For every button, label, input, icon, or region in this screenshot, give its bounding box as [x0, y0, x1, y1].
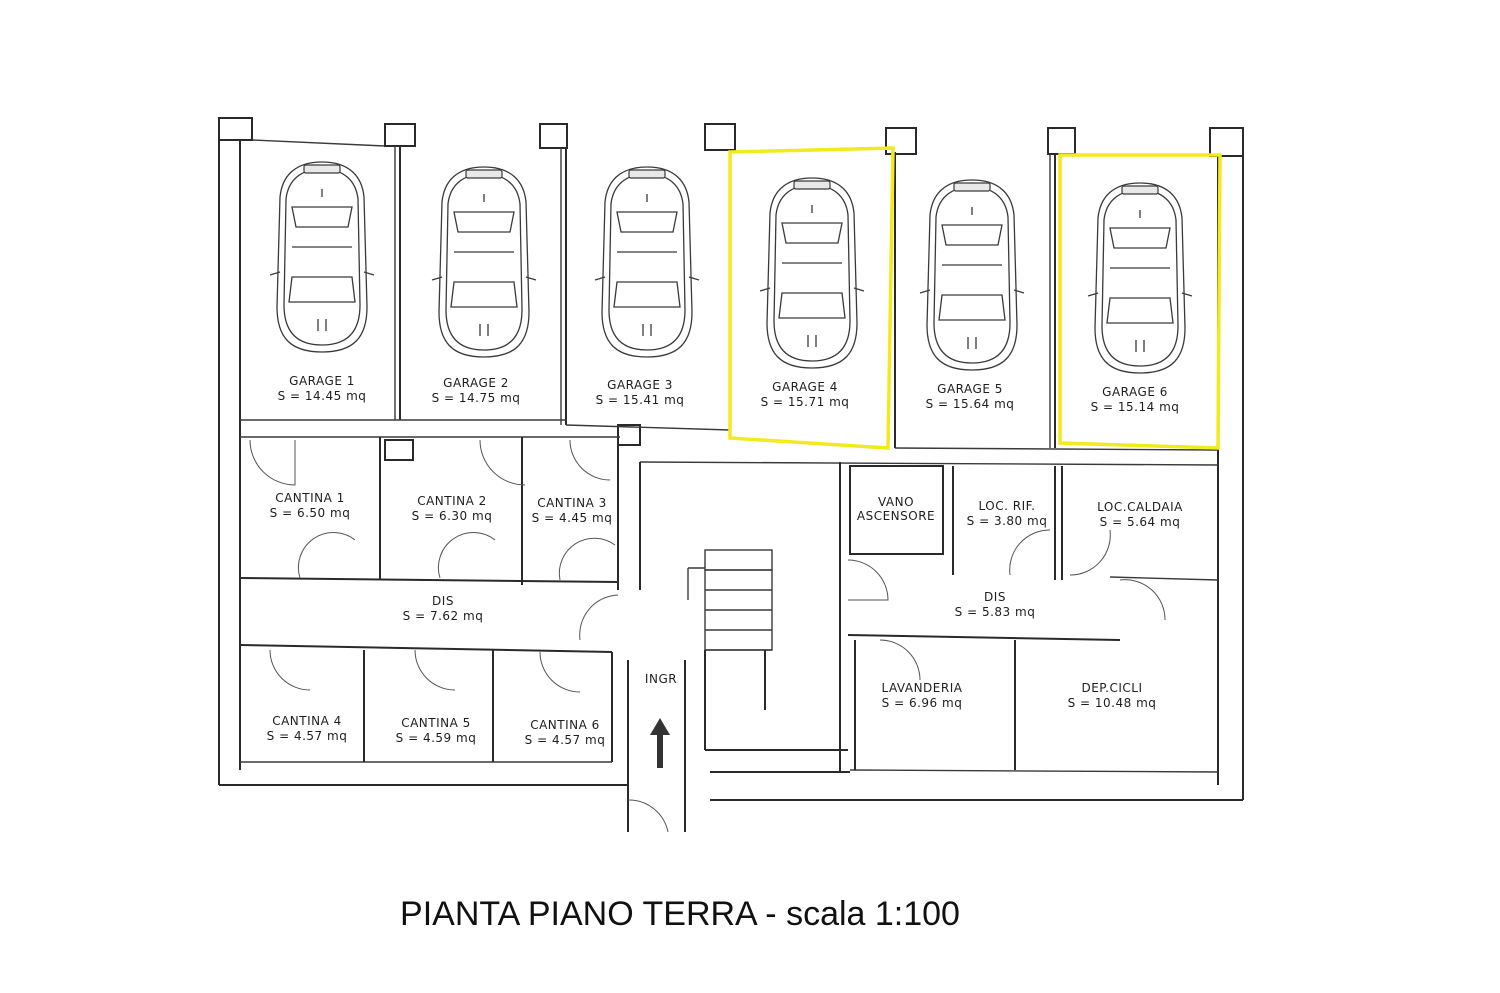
- garage-walls: [239, 140, 1219, 466]
- plan-title: PIANTA PIANO TERRA - scala 1:100: [400, 895, 960, 933]
- garage-2-name: GARAGE 2: [443, 376, 509, 390]
- car-garage-5: [919, 179, 1025, 371]
- pillars: [218, 117, 1244, 461]
- dep-cicli-area: S = 10.48 mq: [1068, 696, 1157, 710]
- car-garage-3: [594, 166, 700, 358]
- garage-4-area: S = 15.71 mq: [761, 395, 850, 409]
- garage-1-area: S = 14.45 mq: [278, 389, 367, 403]
- entry-arrow-icon: [650, 718, 670, 768]
- staircase: [687, 462, 848, 772]
- loc-caldaia-area: S = 5.64 mq: [1100, 515, 1181, 529]
- cantina-5-area: S = 4.59 mq: [396, 731, 477, 745]
- highlight-garage-6: [1058, 153, 1222, 450]
- garage-6-name: GARAGE 6: [1102, 385, 1168, 399]
- cantina-2-area: S = 6.30 mq: [412, 509, 493, 523]
- cantine-walls: [239, 437, 686, 832]
- cantina-6-name: CANTINA 6: [530, 718, 600, 732]
- garage-2-area: S = 14.75 mq: [432, 391, 521, 405]
- cantina-1-area: S = 6.50 mq: [270, 506, 351, 520]
- dis-left-area: S = 7.62 mq: [403, 609, 484, 623]
- lavanderia-name: LAVANDERIA: [882, 681, 963, 695]
- loc-rif-area: S = 3.80 mq: [967, 514, 1048, 528]
- ingresso-name: INGR: [645, 672, 677, 686]
- loc-rif-name: LOC. RIF.: [979, 499, 1036, 513]
- car-garage-1: [269, 161, 375, 353]
- garage-3-name: GARAGE 3: [607, 378, 673, 392]
- loc-caldaia-name: LOC.CALDAIA: [1097, 500, 1183, 514]
- cantina-6-area: S = 4.57 mq: [525, 733, 606, 747]
- door-swings: [249, 439, 1166, 833]
- garage-4-name: GARAGE 4: [772, 380, 838, 394]
- dis-right-name: DIS: [984, 590, 1006, 604]
- service-walls: [847, 465, 1219, 770]
- garage-6-area: S = 15.14 mq: [1091, 400, 1180, 414]
- dis-left-name: DIS: [432, 594, 454, 608]
- lavanderia-area: S = 6.96 mq: [882, 696, 963, 710]
- cantina-4-name: CANTINA 4: [272, 714, 342, 728]
- cantina-1-name: CANTINA 1: [275, 491, 345, 505]
- highlight-garage-4: [728, 146, 895, 450]
- cantina-3-area: S = 4.45 mq: [532, 511, 613, 525]
- garage-3-area: S = 15.41 mq: [596, 393, 685, 407]
- dep-cicli-name: DEP.CICLI: [1081, 681, 1142, 695]
- garage-1-name: GARAGE 1: [289, 374, 355, 388]
- garage-5-name: GARAGE 5: [937, 382, 1003, 396]
- cantina-3-name: CANTINA 3: [537, 496, 607, 510]
- car-garage-4: [759, 177, 865, 369]
- cantina-4-area: S = 4.57 mq: [267, 729, 348, 743]
- dis-right-area: S = 5.83 mq: [955, 605, 1036, 619]
- vano-ascensore-line1: VANO: [878, 495, 914, 509]
- room-labels: GARAGE 1 S = 14.45 mq GARAGE 2 S = 14.75…: [267, 374, 1183, 747]
- cantina-5-name: CANTINA 5: [401, 716, 471, 730]
- garage-5-area: S = 15.64 mq: [926, 397, 1015, 411]
- car-garage-6: [1087, 182, 1193, 374]
- car-garage-2: [431, 166, 537, 358]
- cantina-2-name: CANTINA 2: [417, 494, 487, 508]
- vano-ascensore-line2: ASCENSORE: [857, 509, 935, 523]
